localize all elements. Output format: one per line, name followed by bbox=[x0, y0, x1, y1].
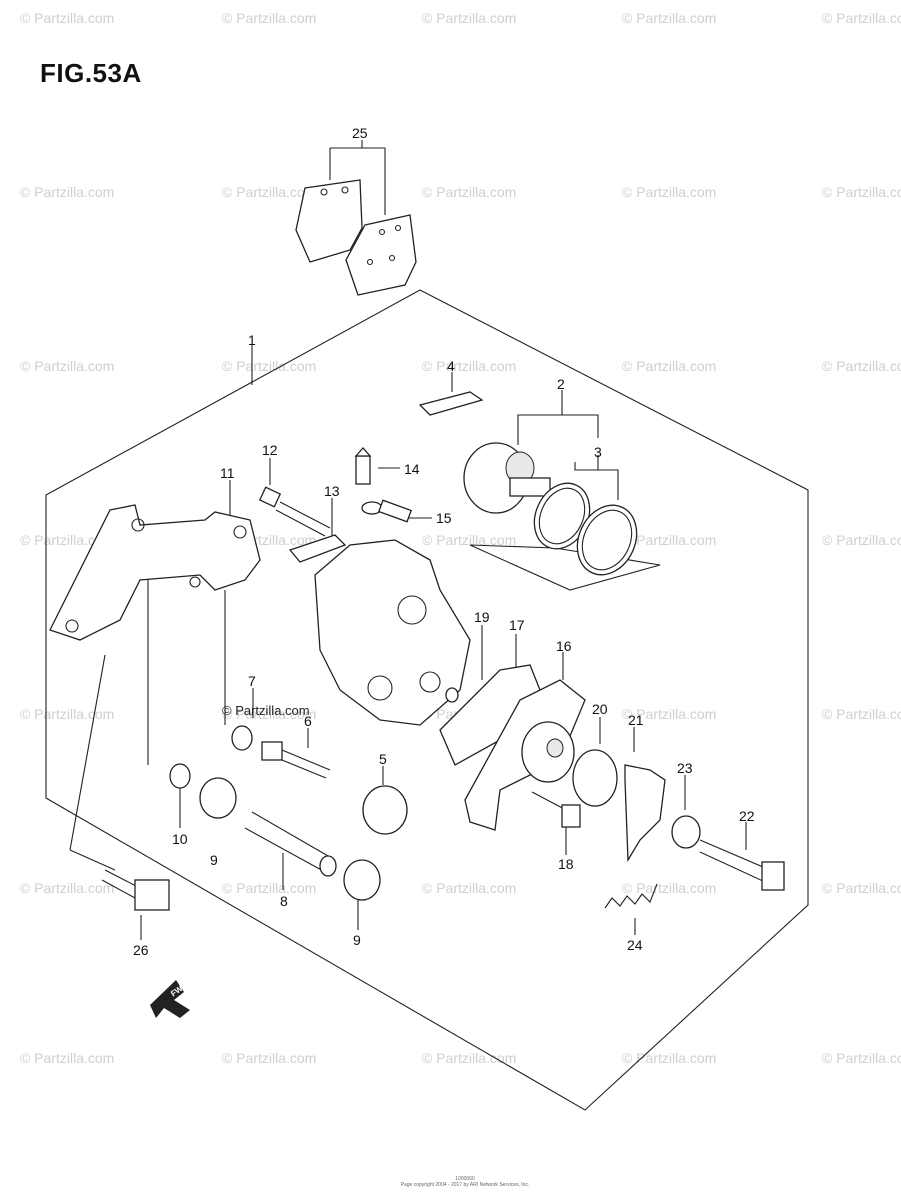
watermark-text: © Partzilla.com bbox=[622, 532, 717, 548]
callout-4: 4 bbox=[447, 358, 455, 374]
piston bbox=[463, 442, 551, 514]
inline-watermark: © Partzilla.com bbox=[222, 703, 310, 718]
callout-5: 5 bbox=[379, 751, 387, 767]
bushing-lower bbox=[343, 859, 381, 901]
bracket-bolt bbox=[101, 869, 170, 911]
footer-code: 1000000 bbox=[455, 1176, 475, 1182]
callout-19: 19 bbox=[474, 609, 490, 625]
watermark-text: © Partzilla.com bbox=[422, 1050, 517, 1066]
brake-pad-right bbox=[345, 214, 417, 296]
watermark-text: © Partzilla.com bbox=[20, 706, 115, 722]
watermark-text: © Partzilla.com bbox=[222, 706, 317, 722]
footer-copyright: Page copyright 2004 - 2017 by ARI Networ… bbox=[400, 1182, 530, 1188]
callout-26: 26 bbox=[133, 942, 149, 958]
callout-16: 16 bbox=[556, 638, 572, 654]
callout-20: 20 bbox=[592, 701, 608, 717]
piston-seal-1-inner bbox=[538, 487, 586, 545]
callout-21: 21 bbox=[628, 712, 644, 728]
callout-2: 2 bbox=[557, 376, 565, 392]
callout-7: 7 bbox=[248, 673, 256, 689]
return-spring bbox=[604, 883, 658, 909]
cover-bolt bbox=[531, 791, 581, 828]
callout-15: 15 bbox=[436, 510, 452, 526]
callout-6: 6 bbox=[304, 713, 312, 729]
pad-spring bbox=[418, 391, 484, 416]
watermark-text: © Partzilla.com bbox=[822, 184, 901, 200]
boot bbox=[362, 785, 408, 835]
callout-25: 25 bbox=[352, 125, 368, 141]
watermark-text: © Partzilla.com bbox=[622, 358, 717, 374]
o-ring bbox=[445, 687, 459, 703]
watermark-text: © Partzilla.com bbox=[20, 358, 115, 374]
watermark-text: © Partzilla.com bbox=[622, 706, 717, 722]
watermark-text: © Partzilla.com bbox=[422, 184, 517, 200]
figure-title: FIG.53A bbox=[40, 58, 142, 88]
adjuster-nut bbox=[572, 749, 618, 807]
sleeve bbox=[244, 811, 337, 877]
callout-9-lower: 9 bbox=[353, 932, 361, 948]
callout-13: 13 bbox=[324, 483, 340, 499]
assembly-outline bbox=[45, 289, 809, 1111]
watermark-text: © Partzilla.com bbox=[222, 1050, 317, 1066]
washer-10 bbox=[169, 763, 191, 789]
callout-8: 8 bbox=[280, 893, 288, 909]
caliper-bracket bbox=[49, 504, 261, 641]
watermark-text: © Partzilla.com bbox=[222, 880, 317, 896]
bushing-upper bbox=[199, 777, 237, 819]
watermark-text: © Partzilla.com bbox=[822, 1050, 901, 1066]
callout-9-upper: 9 bbox=[210, 852, 218, 868]
caliper-bolt bbox=[258, 486, 331, 537]
adjuster bbox=[521, 721, 575, 783]
watermark-text: © Partzilla.com bbox=[20, 532, 115, 548]
watermark-text: © Partzilla.com bbox=[422, 358, 517, 374]
callout-23: 23 bbox=[677, 760, 693, 776]
lever-bolt bbox=[699, 839, 785, 891]
piston-group-outline bbox=[469, 544, 661, 591]
watermark-text: © Partzilla.com bbox=[20, 880, 115, 896]
retainer-clip bbox=[288, 534, 347, 563]
callout-10: 10 bbox=[172, 831, 188, 847]
forward-arrow bbox=[150, 980, 190, 1018]
watermark-text: © Partzilla.com bbox=[422, 532, 517, 548]
dust-seal-washer bbox=[231, 725, 253, 751]
page-footer: 1000000 Page copyright 2004 - 2017 by AR… bbox=[380, 1176, 550, 1188]
piston-seal-2 bbox=[576, 504, 638, 576]
watermark-text: © Partzilla.com bbox=[622, 880, 717, 896]
watermark-text: © Partzilla.com bbox=[20, 184, 115, 200]
brake-pad-left bbox=[295, 179, 363, 263]
callout-1: 1 bbox=[248, 332, 256, 348]
slide-pin bbox=[261, 741, 331, 779]
watermark-text: © Partzilla.com bbox=[822, 880, 901, 896]
callout-12: 12 bbox=[262, 442, 278, 458]
watermark-text: © Partzilla.com bbox=[822, 706, 901, 722]
callout-14: 14 bbox=[404, 461, 420, 477]
hose-fitting bbox=[361, 499, 412, 523]
watermark-text: © Partzilla.com bbox=[20, 1050, 115, 1066]
watermark-text: © Partzilla.com bbox=[822, 358, 901, 374]
watermark-text: © Partzilla.com bbox=[822, 532, 901, 548]
watermark-text: © Partzilla.com bbox=[422, 880, 517, 896]
bleeder-valve bbox=[354, 447, 372, 485]
washer bbox=[671, 815, 701, 849]
piston-seal-2-inner bbox=[581, 509, 633, 571]
watermark-text: © Partzilla.com bbox=[222, 184, 317, 200]
brake-lever bbox=[624, 764, 666, 863]
watermark-text: © Partzilla.com bbox=[20, 10, 115, 26]
callout-3: 3 bbox=[594, 444, 602, 460]
callout-18: 18 bbox=[558, 856, 574, 872]
callout-22: 22 bbox=[739, 808, 755, 824]
callout-24: 24 bbox=[627, 937, 643, 953]
callout-17: 17 bbox=[509, 617, 525, 633]
watermark-text: © Partzilla.com bbox=[422, 10, 517, 26]
watermark-text: © Partzilla.com bbox=[622, 10, 717, 26]
watermark-text: © Partzilla.com bbox=[222, 358, 317, 374]
watermark-text: © Partzilla.com bbox=[822, 10, 901, 26]
watermark-text: © Partzilla.com bbox=[222, 10, 317, 26]
caliper-body bbox=[314, 539, 471, 726]
watermark-text: © Partzilla.com bbox=[622, 184, 717, 200]
callout-11: 11 bbox=[220, 465, 235, 481]
